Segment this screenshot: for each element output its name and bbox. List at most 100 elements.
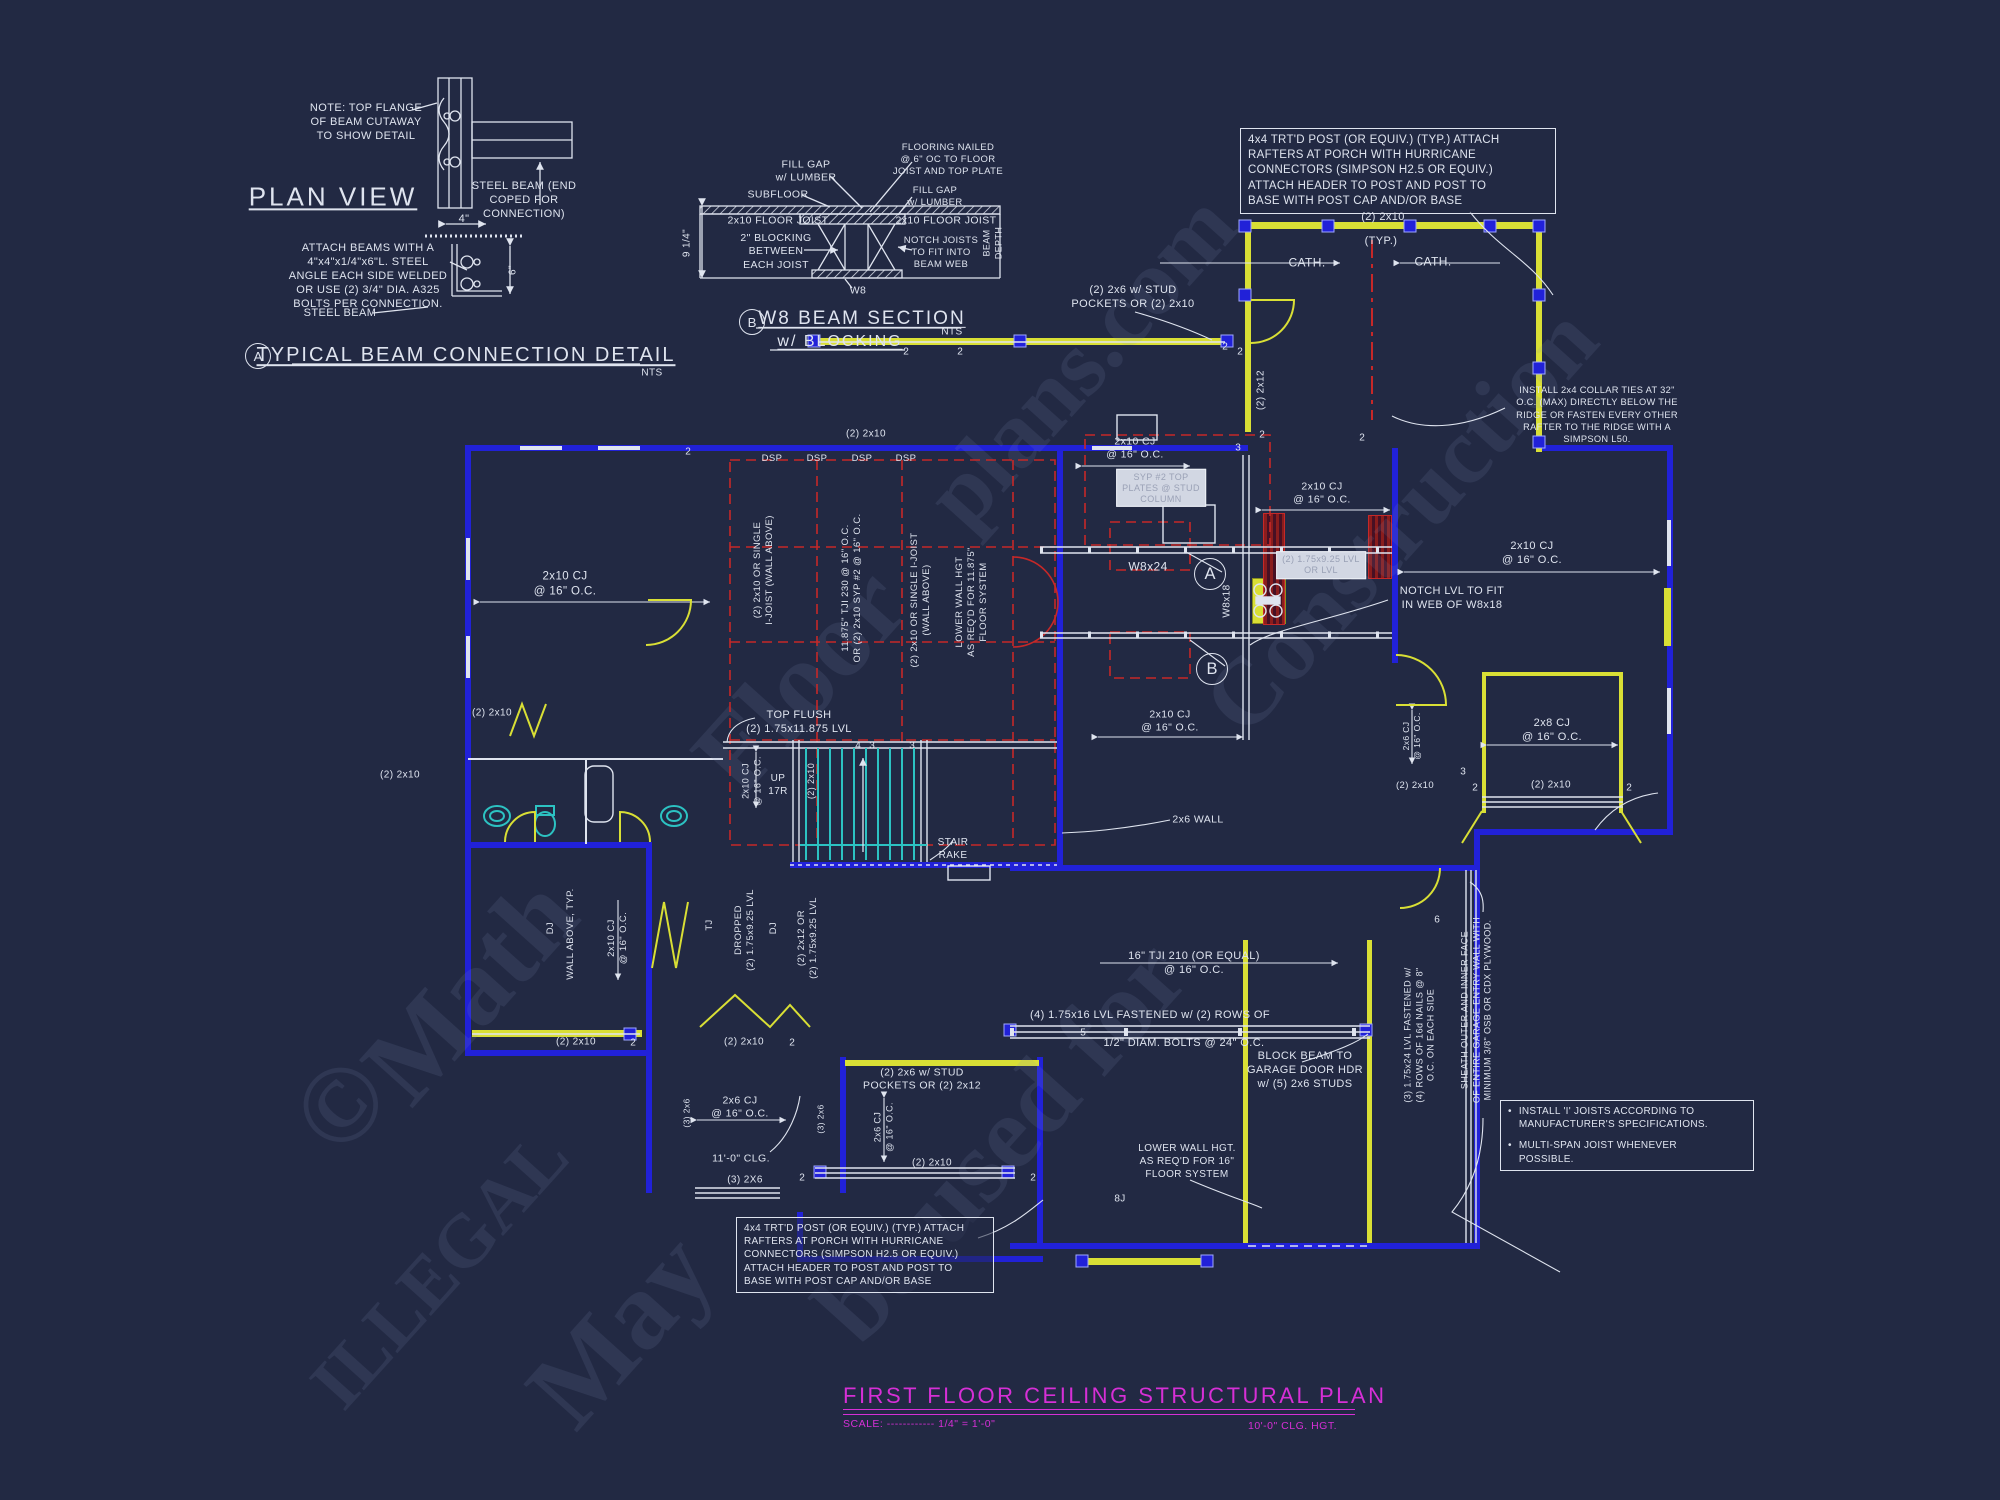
window xyxy=(1664,588,1671,646)
wall xyxy=(1392,448,1398,663)
plan-label: (2) 2x6 w/ STUD POCKETS OR (2) 2x10 xyxy=(1071,283,1195,310)
plan-label: NTS xyxy=(641,367,663,379)
post xyxy=(1321,219,1335,233)
ceiling-height-label: 10'-0" CLG. HGT. xyxy=(1248,1420,1338,1432)
plan-label: 2x10 FLOOR JOIST xyxy=(895,214,997,227)
ijoist-note: •INSTALL 'I' JOISTS ACCORDING TO MANUFAC… xyxy=(1500,1100,1754,1171)
collar-tie-note: INSTALL 2x4 COLLAR TIES AT 32" O.C. (MAX… xyxy=(1516,385,1678,445)
title-underline xyxy=(843,1409,1355,1415)
grid-marker: 5 xyxy=(1080,1027,1086,1039)
post xyxy=(1200,1254,1214,1268)
plan-label: ATTACH BEAMS WITH A 4"x4"x1/4"x6"L. STEE… xyxy=(288,241,448,311)
interior-wall xyxy=(468,758,723,760)
plan-label: (TYP.) xyxy=(1364,234,1398,247)
plan-label: FILL GAP w/ LUMBER xyxy=(775,158,837,184)
window xyxy=(466,636,470,678)
porch-wall xyxy=(1536,222,1542,452)
plan-label: LOWER WALL HGT AS REQ'D FOR 11.875" FLOO… xyxy=(953,547,990,657)
window xyxy=(520,446,562,450)
plan-label: W8x18 xyxy=(1221,584,1233,618)
plan-label: TOP FLUSH (2) 1.75x11.875 LVL xyxy=(746,708,852,735)
garage-door-jamb xyxy=(1243,940,1248,1243)
plan-label: (2) 2x10 xyxy=(556,1036,596,1048)
grid-marker: 2 xyxy=(957,346,963,358)
plan-label: (2) 2x6 w/ STUD POCKETS OR (2) 2x12 xyxy=(863,1066,981,1092)
plan-label: 2x10 CJ @ 16" O.C. xyxy=(740,756,762,806)
plan-label: (3) 1.75x24 LVL FASTENED w/ (4) ROWS OF … xyxy=(1402,967,1436,1103)
plan-label: (3) 2x6 xyxy=(681,1098,692,1128)
beam xyxy=(1082,1258,1210,1265)
garage-door-jamb xyxy=(1367,940,1372,1243)
plan-label: BLOCK BEAM TO GARAGE DOOR HDR w/ (5) 2x6… xyxy=(1246,1049,1364,1091)
plan-label: (2) 2x10 xyxy=(1395,779,1435,791)
plan-label: W8x24 xyxy=(1128,559,1168,574)
plan-label: DROPPED (2) 1.75x9.25 LVL xyxy=(732,889,756,971)
deck-wall xyxy=(1619,672,1623,813)
grid-marker: 2 xyxy=(799,1172,805,1184)
plan-label: (2) 2x10 xyxy=(1361,210,1405,223)
wall xyxy=(465,1050,652,1056)
window xyxy=(1092,446,1132,450)
plan-label: 11'-0" CLG. xyxy=(712,1152,770,1165)
plan-label: LOWER WALL HGT. AS REQ'D FOR 16" FLOOR S… xyxy=(1138,1142,1236,1180)
grid-marker: 3 xyxy=(869,740,875,752)
wall xyxy=(1057,448,1063,868)
plan-label: 2x10 CJ @ 16" O.C. xyxy=(1106,435,1164,461)
post xyxy=(807,334,821,348)
plan-label: WALL ABOVE, TYP. xyxy=(564,888,576,980)
plan-label: (2) 2x10 xyxy=(472,707,512,719)
plan-label: BEAM DEPTH xyxy=(981,226,1003,260)
wall xyxy=(840,1057,846,1193)
plan-label: w/ BLOCKING xyxy=(777,332,903,350)
wall xyxy=(646,1050,652,1193)
plan-label: 2x8 CJ @ 16" O.C. xyxy=(1521,716,1583,743)
plan-label: 8J xyxy=(1114,1193,1126,1205)
post xyxy=(1403,219,1417,233)
plan-label: UP 17R xyxy=(768,773,788,797)
window xyxy=(598,446,640,450)
grid-marker: 4 xyxy=(855,740,861,752)
wall xyxy=(1010,1243,1480,1249)
wall xyxy=(465,842,651,848)
plan-label: 2x6 CJ @ 16" O.C. xyxy=(872,1102,894,1152)
beam xyxy=(845,1060,1039,1066)
plan-label: 2x10 CJ @ 16" O.C. xyxy=(1293,480,1351,506)
grid-marker: 2 xyxy=(630,1037,636,1049)
wall xyxy=(1480,829,1673,835)
plan-label: (3) 2X6 xyxy=(727,1174,763,1186)
plan-label: 4" xyxy=(458,212,470,225)
plan-label: FILL GAP w/ LUMBER xyxy=(907,184,963,208)
porch-wall xyxy=(1245,222,1251,432)
note-text: MULTI-SPAN JOIST WHENEVER POSSIBLE. xyxy=(1518,1140,1677,1165)
plan-label: DSP xyxy=(895,452,917,464)
post xyxy=(1075,1254,1089,1268)
post xyxy=(1532,219,1546,233)
plan-label: W8 BEAM SECTION xyxy=(758,307,966,329)
grid-marker: 2 xyxy=(685,446,691,458)
plan-label: STAIR RAKE xyxy=(937,837,969,861)
plan-label: STEEL BEAM (END COPED FOR CONNECTION) xyxy=(471,179,577,221)
note-line: •INSTALL 'I' JOISTS ACCORDING TO MANUFAC… xyxy=(1508,1105,1746,1131)
grid-marker: 2 xyxy=(903,346,909,358)
plan-label: (3) 2x6 xyxy=(815,1104,826,1134)
plan-label: 1/2" DIAM. BOLTS @ 24" O.C. xyxy=(1103,1036,1265,1049)
plan-label: CATH. xyxy=(1414,254,1452,269)
plan-label: CATH. xyxy=(1288,255,1326,270)
plan-label: 2x6 CJ @ 16" O.C. xyxy=(1401,712,1422,760)
post xyxy=(1532,435,1546,449)
plan-label: DSP xyxy=(761,452,783,464)
plan-label: SUBFLOOR xyxy=(747,188,809,201)
plan-label: TYPICAL BEAM CONNECTION DETAIL xyxy=(256,344,676,367)
grid-marker: 2 xyxy=(1472,782,1478,794)
grid-marker: 3 xyxy=(1460,766,1466,778)
plan-label: DSP xyxy=(806,452,828,464)
plan-label: 2" BLOCKING BETWEEN EACH JOIST xyxy=(740,231,812,271)
post-note-top: 4x4 TRT'D POST (OR EQUIV.) (TYP.) ATTACH… xyxy=(1240,128,1556,214)
plan-label: W8 xyxy=(849,284,867,297)
plan-label: (4) 1.75x16 LVL FASTENED w/ (2) ROWS OF xyxy=(1030,1008,1270,1021)
wall xyxy=(1540,445,1673,451)
plan-label: (2) 2x10 OR SINGLE I-JOIST (WALL ABOVE) xyxy=(908,532,932,668)
post xyxy=(1013,334,1027,348)
grid-marker: 2 xyxy=(1259,429,1265,441)
wall xyxy=(646,842,652,1056)
